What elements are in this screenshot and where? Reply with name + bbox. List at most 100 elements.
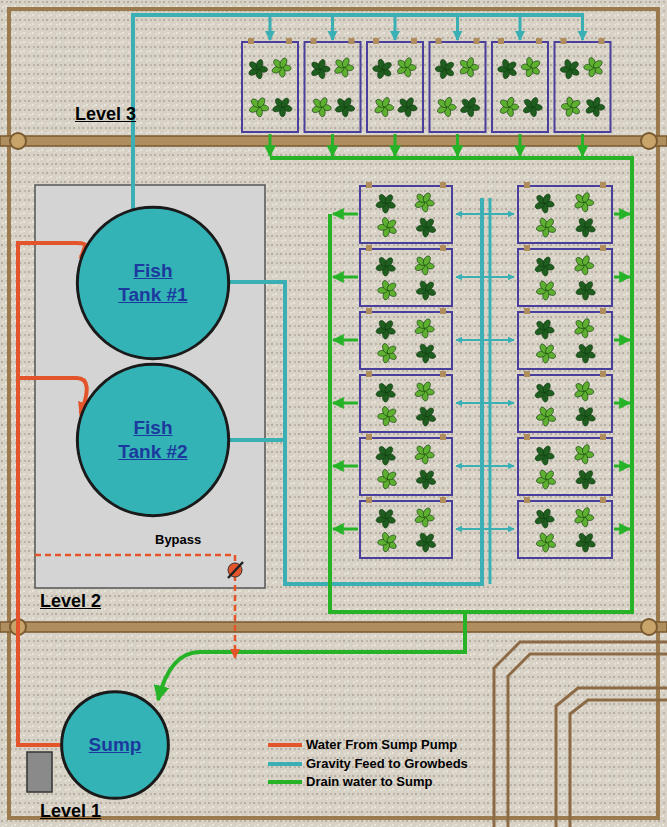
tank-outline <box>75 205 231 361</box>
plant <box>375 445 396 465</box>
drain-drop <box>519 134 522 156</box>
feed-drop <box>519 15 522 40</box>
bed-tab <box>600 497 606 503</box>
plant <box>416 217 437 237</box>
feed-drop <box>456 15 459 40</box>
plant <box>534 319 555 340</box>
drain-arrow <box>333 465 358 468</box>
drain-drop <box>581 134 584 156</box>
bed-tab <box>366 245 372 251</box>
drain-drop <box>394 134 397 156</box>
bed-tab <box>373 38 379 44</box>
plant <box>377 280 397 301</box>
bed-tab <box>474 38 480 44</box>
plant <box>375 382 396 402</box>
bed-tab <box>524 308 530 314</box>
grow-bed <box>360 375 452 432</box>
grow-bed <box>360 249 452 306</box>
drain-arrow <box>333 528 358 531</box>
bed-tab <box>440 434 446 440</box>
plant <box>536 532 557 552</box>
drain-arrow <box>614 213 630 216</box>
plant <box>435 59 455 80</box>
plant <box>377 532 397 553</box>
bed-tab <box>600 245 606 251</box>
feed-drops <box>270 15 583 529</box>
walkway <box>494 642 667 827</box>
feed-drop <box>581 15 584 40</box>
posts <box>10 133 657 635</box>
tank-outline <box>75 362 231 518</box>
bed-tab <box>600 182 606 188</box>
plant <box>375 508 396 528</box>
tank-label: Fish Tank #1 <box>112 259 194 307</box>
plant <box>575 280 596 300</box>
feed-drop <box>269 15 272 40</box>
plant <box>416 532 437 552</box>
grow-bed <box>518 186 612 243</box>
bed-tab <box>311 38 317 44</box>
grow-bed <box>518 501 612 558</box>
plant <box>414 192 435 213</box>
sump-tank: Sump <box>60 690 170 800</box>
feed-drop <box>331 15 334 40</box>
drain-drops <box>270 134 630 529</box>
bed-tab <box>440 308 446 314</box>
grow-bed <box>555 42 611 132</box>
plant <box>534 193 555 214</box>
plant <box>377 406 397 427</box>
grow-bed <box>518 249 612 306</box>
bed-tab <box>366 497 372 503</box>
plant <box>534 382 555 403</box>
plant <box>574 192 594 213</box>
plant <box>560 59 580 80</box>
level-label: Level 1 <box>40 801 101 822</box>
grow-beds <box>242 38 612 558</box>
plant <box>374 96 394 117</box>
plant <box>248 97 269 117</box>
plant <box>459 57 479 78</box>
grow-bed <box>360 186 452 243</box>
grow-bed <box>305 42 361 132</box>
fish-tank: Fish Tank #1 <box>75 205 231 361</box>
grow-bed <box>242 42 298 132</box>
plant <box>375 256 396 276</box>
grow-bed <box>360 438 452 495</box>
bed-tab <box>600 434 606 440</box>
grow-bed <box>518 312 612 369</box>
drain-arrow <box>333 402 358 405</box>
plant <box>575 532 596 552</box>
drain-arrow <box>614 402 630 405</box>
feed-drop <box>394 15 397 40</box>
fish-tank: Fish Tank #2 <box>75 362 231 518</box>
plant <box>396 57 416 78</box>
plant <box>416 406 437 426</box>
feed-arrow <box>456 339 514 341</box>
bypass-label: Bypass <box>155 532 201 547</box>
bed-tab <box>600 371 606 377</box>
legend-text: Gravity Feed to Growbeds <box>306 756 468 771</box>
bed-tab <box>524 371 530 377</box>
plant <box>377 469 397 490</box>
bed-tab <box>524 182 530 188</box>
drain-arrow <box>614 465 630 468</box>
bed-tab <box>286 38 292 44</box>
frame <box>9 9 658 818</box>
level-label: Level 3 <box>75 104 136 125</box>
drain-drop <box>456 134 459 156</box>
plant <box>310 59 330 80</box>
feed-arrow <box>456 528 514 530</box>
plant <box>311 97 332 118</box>
plant <box>575 217 596 237</box>
plant <box>521 57 541 78</box>
bed-tab <box>440 497 446 503</box>
grow-bed <box>518 438 612 495</box>
bed-tab <box>349 38 355 44</box>
bed-tab <box>524 497 530 503</box>
plant <box>574 507 594 528</box>
grow-bed <box>430 42 486 132</box>
plant <box>536 217 557 237</box>
plant <box>574 381 594 402</box>
tank-label: Sump <box>89 733 142 757</box>
